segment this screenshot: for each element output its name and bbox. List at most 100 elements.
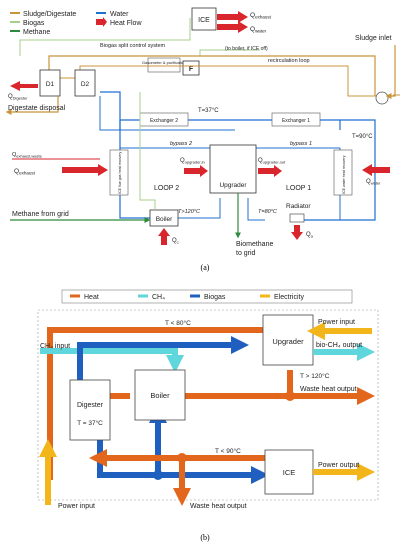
legend-b <box>61 289 353 304</box>
recirc-label: recirculation loop <box>268 58 310 64</box>
svg-text:Gasometer & purification: Gasometer & purification <box>142 60 186 65</box>
q-upgrader-out-arrow <box>258 165 282 177</box>
upgrader-label: Upgrader <box>219 182 247 189</box>
filter-label: F <box>189 66 194 73</box>
q-exhaust-left: Qexhaust <box>14 168 36 176</box>
power-output-label: Power output <box>318 462 359 469</box>
q-water-arrow <box>217 21 248 33</box>
boiler-label-b: Boiler <box>150 391 170 400</box>
pump-icon <box>375 91 389 105</box>
t120-label: T>120°C <box>178 209 200 215</box>
q-exhaust: Qexhaust <box>250 12 272 20</box>
exchanger-2-label: Exchanger 2 <box>150 118 178 124</box>
legend-sludge: Sludge/Digestate <box>23 11 76 18</box>
q-water-right-arrow <box>362 164 390 176</box>
boiler-label: Boiler <box>156 216 173 223</box>
flue-gas-heat-recovery-label: ICE flue gas heat recovery <box>118 151 122 194</box>
digester-d2 <box>74 69 96 97</box>
upgrader-box <box>209 144 257 194</box>
q-upgrader-out: Qupgrader,out <box>258 158 286 165</box>
q-digester-arrow <box>10 81 38 91</box>
exchanger-1-label: Exchanger 1 <box>282 118 310 124</box>
upgrader-label-b: Upgrader <box>272 337 304 346</box>
biogas-line-top <box>19 18 191 56</box>
ice-box <box>191 7 217 31</box>
q-water-right: Qwater <box>366 179 381 186</box>
q-water: Qwater <box>250 26 267 34</box>
boiler-box-b <box>134 369 186 421</box>
bypass1-label: bypass 1 <box>290 141 312 147</box>
q-a-arrow <box>291 225 303 240</box>
q-exhaust-left-arrow <box>62 164 108 176</box>
t-lt80-label: T < 80°C <box>165 319 191 327</box>
q-c-arrow <box>158 228 170 245</box>
legend-biogas: Biogas <box>23 20 45 27</box>
q-c: Qc <box>172 238 179 245</box>
q-exhaust-waste: Qexhaust,waste <box>12 152 43 159</box>
legend-biogas-b: Biogas <box>204 294 226 301</box>
recirc-loop <box>49 65 376 97</box>
t80-label: T=80°C <box>258 209 277 215</box>
legend-ch4-b: CH₄ <box>152 294 165 301</box>
d2-label: D2 <box>81 81 90 88</box>
caption-b: (b) <box>200 533 210 542</box>
panel-a: Sludge/Digestate Biogas Methane Water He… <box>5 7 400 272</box>
ch4-input-line <box>40 348 184 373</box>
legend-a: Sludge/Digestate Biogas Methane Water He… <box>10 11 142 36</box>
caption-a: (a) <box>201 263 210 272</box>
waste-heat-bottom-label: Waste heat output <box>190 503 247 510</box>
to-boiler-label: (to boiler, if ICE off) <box>225 46 268 52</box>
q-upgrader-in-arrow <box>184 165 208 177</box>
radiator-icon <box>289 213 305 223</box>
heat-loop-80 <box>47 327 263 480</box>
digester-temp-b: T = 37°C <box>77 419 103 427</box>
heat-flow-legend-arrow <box>96 17 107 27</box>
filter-box <box>182 60 200 76</box>
water-heat-recovery-label: ICE water heat recovery <box>342 155 346 194</box>
legend-heat-b: Heat <box>84 294 99 301</box>
gasometer-label: Gasometer & purification <box>142 60 186 65</box>
legend-water: Water <box>110 11 129 18</box>
methane-grid-label: Methane from grid <box>12 211 69 218</box>
exchanger-1 <box>271 112 321 127</box>
power-input-top-label: Power input <box>318 319 355 326</box>
panel-b: Heat CH₄ Biogas Electricity T < 80°C CH₄… <box>37 289 379 542</box>
t-lt90-label: T < 90°C <box>215 447 241 455</box>
heat-loop-90 <box>89 449 293 467</box>
ice-box-b <box>264 449 314 495</box>
legend-electricity-b: Electricity <box>274 294 304 301</box>
sludge-line-top <box>48 55 376 96</box>
biogas-split-label: Biogas split control system <box>100 43 166 49</box>
digester-label-b: Digester <box>77 402 104 409</box>
upgrader-box-b <box>262 314 314 366</box>
t37-label: T=37°C <box>198 108 219 114</box>
legend-methane: Methane <box>23 29 50 36</box>
d1-label: D1 <box>46 81 55 88</box>
q-exhaust-arrow <box>217 11 248 23</box>
ice-label-b: ICE <box>283 468 296 477</box>
legend-heat: Heat Flow <box>110 20 142 27</box>
biogas-to-upgrader <box>77 336 249 380</box>
digestate-disposal-label: Digestate disposal <box>8 105 66 112</box>
ice-label: ICE <box>198 17 210 24</box>
digester-d1 <box>39 69 61 97</box>
power-input-bottom-label: Power input <box>58 503 95 510</box>
loop1-label: LOOP 1 <box>286 185 311 192</box>
radiator-label: Radiator <box>286 203 311 210</box>
biogas-output-label: bio-CH₄ output <box>316 342 362 349</box>
bypass2-label: bypass 2 <box>170 141 192 147</box>
q-digester: QDigester <box>8 94 28 101</box>
flue-gas-heat-recovery <box>109 149 129 196</box>
loop2-label: LOOP 2 <box>154 185 179 192</box>
biogas-to-boiler <box>199 49 260 56</box>
t-gt120-label: T > 120°C <box>300 372 330 380</box>
ch4-input-label: CH₄ input <box>40 343 70 350</box>
q-a: Qa <box>306 232 314 239</box>
water-heat-recovery <box>333 149 353 196</box>
digester-box-b <box>69 379 111 441</box>
q-upgrader-in: Qupgrader,in <box>180 158 205 165</box>
t90-label: T=90°C <box>352 134 373 140</box>
sludge-inlet-label: Sludge inlet <box>355 35 392 42</box>
